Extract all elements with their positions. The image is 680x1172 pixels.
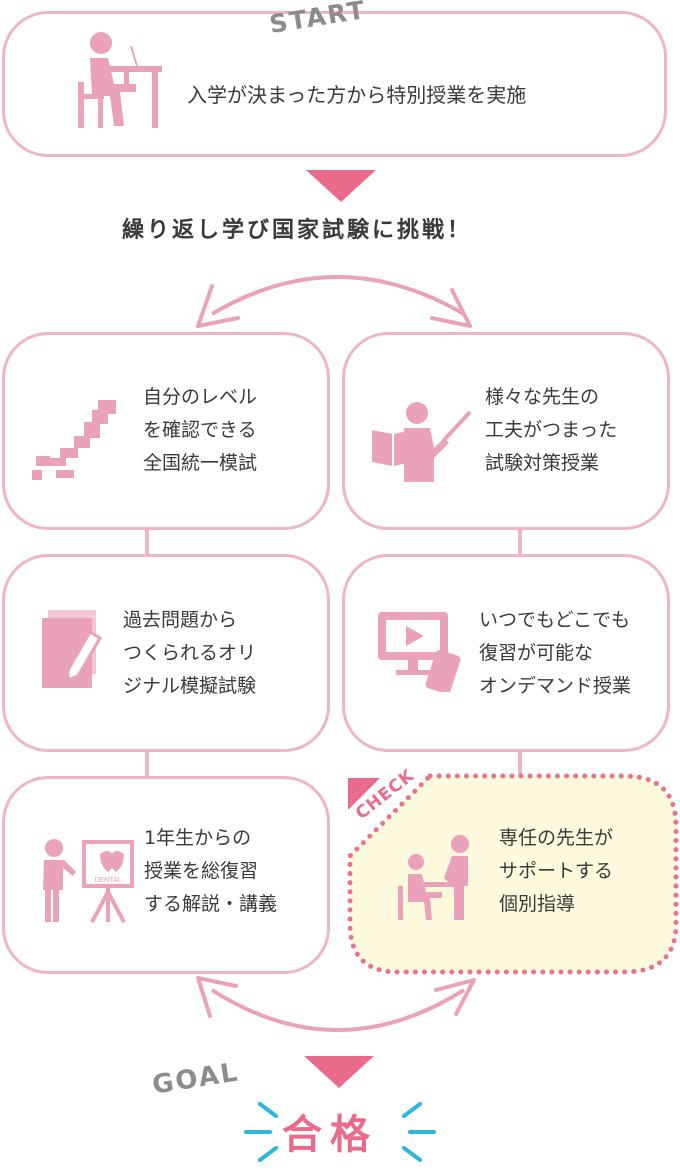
teacher-pointer-icon [372,402,472,482]
original-mock-exam-text: 過去問題から つくられるオリ ジナル模擬試験 [123,609,257,697]
headline: 繰り返し学び国家試験に挑戦！ [122,218,473,243]
down-arrow-icon [306,170,376,202]
celebration-lines [244,1102,436,1162]
pass-result: 合格 [282,1112,378,1158]
start-text: 入学が決まった方から特別授業を実施 [187,83,527,107]
video-device-icon [378,612,461,692]
mock-exam-box [2,332,330,530]
student-desk-icon [78,32,162,128]
exam-paper-icon [42,610,103,688]
individual-tutor-icon [398,835,469,920]
exam-prep-lecture-text: 様々な先生の 工夫がつまった 試験対策授業 [485,386,618,474]
mock-exam-text: 自分のレベル を確認できる 全国統一模試 [143,386,258,474]
goal-down-arrow-icon [304,1056,374,1088]
review-lecture-text: 1年生からの 授業を総復習 する解説・講義 [144,827,278,915]
exam-prep-lecture-box [342,332,670,530]
on-demand-lecture-text: いつでもどこでも 復習が可能な オンデマンド授業 [479,609,632,697]
on-demand-lecture-box [342,554,670,752]
individual-guidance-text: 専任の先生が サポートする 個別指導 [499,827,614,915]
japan-map-icon [32,400,116,480]
dental-board-label: DENTAL [94,877,121,884]
dental-lecture-icon: DENTAL [43,839,134,923]
